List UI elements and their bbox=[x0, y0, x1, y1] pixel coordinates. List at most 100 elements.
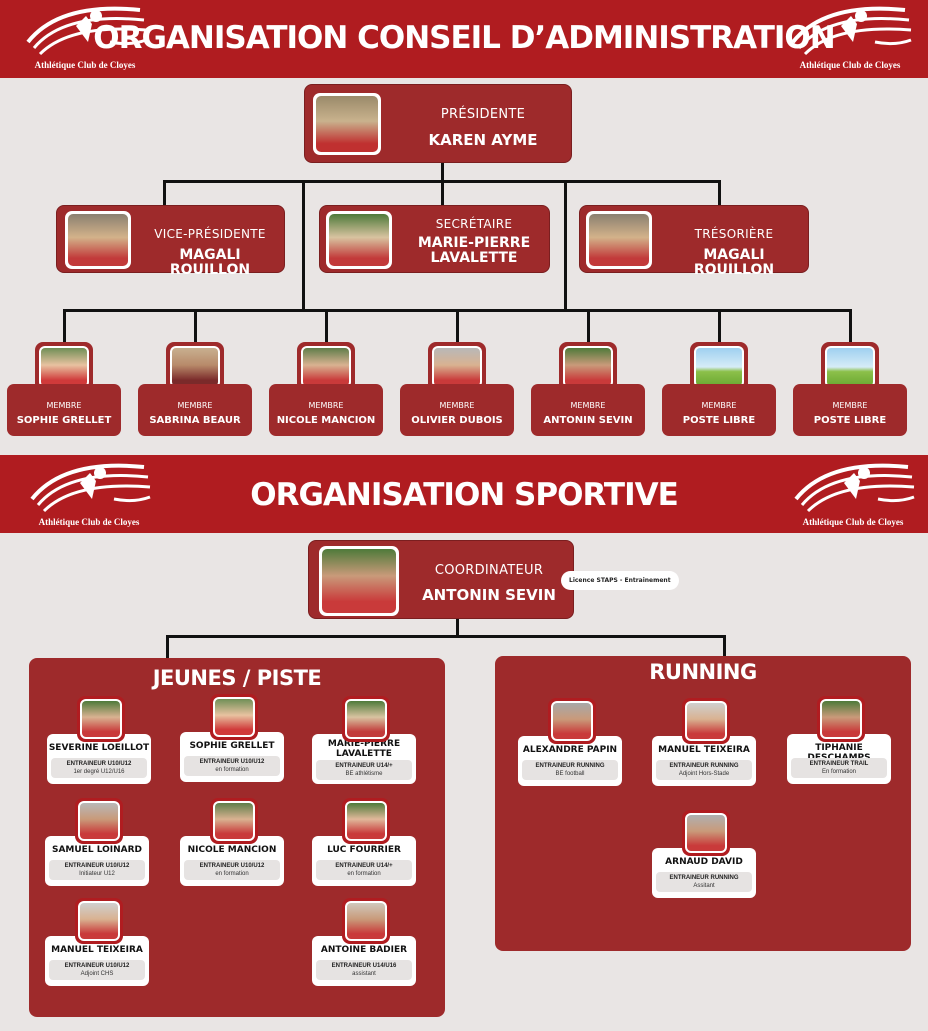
coordinator-badge: Licence STAPS - Entrainement bbox=[561, 571, 679, 590]
officer-card: SECRÉTAIRE MARIE-PIERRE LAVALETTE bbox=[319, 205, 550, 273]
sport-title: ORGANISATION SPORTIVE bbox=[250, 477, 679, 513]
connector bbox=[718, 180, 721, 206]
connector bbox=[441, 162, 444, 182]
coach-name: ALEXANDRE PAPIN bbox=[522, 745, 618, 755]
member-name: SABRINA BEAUR bbox=[149, 415, 241, 426]
coach-photo bbox=[342, 696, 390, 742]
president-name: KAREN AYME bbox=[428, 131, 538, 149]
connector bbox=[723, 635, 726, 657]
coach-photo bbox=[548, 698, 596, 744]
club-logo-right: Athlétique Club de Cloyes bbox=[785, 2, 915, 72]
coach-role: ENTRAINEUR U14/U16 bbox=[331, 963, 397, 969]
logo-text: Athlétique Club de Cloyes bbox=[802, 517, 904, 527]
logo-text: Athlétique Club de Cloyes bbox=[799, 60, 901, 70]
coach-name: NICOLE MANCION bbox=[187, 845, 277, 855]
connector bbox=[564, 180, 567, 311]
connector bbox=[166, 635, 726, 638]
officer-name: MARIE-PIERRE LAVALETTE bbox=[417, 235, 531, 266]
coach-photo bbox=[682, 810, 730, 856]
coach-photo bbox=[75, 898, 123, 944]
vacant-placeholder-icon bbox=[690, 342, 748, 392]
running-title: RUNNING bbox=[649, 660, 757, 684]
officer-role: TRÉSORIÈRE bbox=[694, 227, 774, 241]
officer-role: VICE-PRÉSIDENTE bbox=[154, 227, 266, 241]
coach-detail: Initiateur U12 bbox=[79, 871, 115, 877]
board-banner: Athlétique Club de Cloyes ORGANISATION C… bbox=[0, 0, 928, 78]
youth-title: JEUNES / PISTE bbox=[152, 666, 322, 690]
coach-detail: en formation bbox=[215, 871, 249, 877]
coach-role: ENTRAINEUR TRAIL bbox=[809, 761, 869, 767]
member-photo bbox=[297, 342, 355, 392]
coach-detail: En formation bbox=[821, 769, 857, 775]
officer-role: SECRÉTAIRE bbox=[435, 217, 513, 231]
coach-role: ENTRAINEUR U10/U12 bbox=[64, 963, 130, 969]
logo-text: Athlétique Club de Cloyes bbox=[34, 60, 136, 70]
member-photo bbox=[35, 342, 93, 392]
member-card: MEMBRE SABRINA BEAUR bbox=[138, 384, 252, 436]
coach-detail: en formation bbox=[347, 871, 381, 877]
connector bbox=[163, 180, 166, 206]
coordinator-photo bbox=[319, 546, 399, 616]
coach-name: MANUEL TEIXEIRA bbox=[658, 745, 750, 755]
coach-photo bbox=[210, 694, 258, 740]
coach-name: ANTOINE BADIER bbox=[320, 945, 408, 955]
connector bbox=[63, 309, 66, 345]
coordinator-card: COORDINATEUR ANTONIN SEVIN bbox=[308, 540, 574, 619]
member-name: NICOLE MANCION bbox=[276, 415, 376, 426]
connector bbox=[849, 309, 852, 345]
coach-photo bbox=[817, 696, 865, 742]
connector bbox=[325, 309, 328, 345]
coach-detail: BE athlétisme bbox=[345, 771, 383, 777]
coach-role: ENTRAINEUR RUNNING bbox=[669, 875, 739, 881]
member-role: MEMBRE bbox=[570, 401, 606, 410]
club-logo-left: Athlétique Club de Cloyes bbox=[24, 459, 154, 529]
coach-detail: Adjoint Hors-Stade bbox=[678, 771, 730, 777]
member-photo bbox=[428, 342, 486, 392]
officer-card: VICE-PRÉSIDENTE MAGALI ROUILLON bbox=[56, 205, 285, 278]
board-title: ORGANISATION CONSEIL D’ADMINISTRATION bbox=[93, 20, 835, 56]
member-card: MEMBRE NICOLE MANCION bbox=[269, 384, 383, 436]
member-role: MEMBRE bbox=[701, 401, 737, 410]
coordinator-name: ANTONIN SEVIN bbox=[422, 586, 556, 604]
connector bbox=[194, 309, 197, 345]
member-role: MEMBRE bbox=[177, 401, 213, 410]
officer-photo bbox=[586, 211, 652, 269]
coach-role: ENTRAINEUR U10/U12 bbox=[64, 863, 130, 869]
officer-photo bbox=[326, 211, 392, 269]
coach-name: SEVERINE LOEILLOT bbox=[48, 743, 150, 753]
member-photo bbox=[166, 342, 224, 392]
coach-role: ENTRAINEUR U14/+ bbox=[335, 763, 393, 769]
officer-photo bbox=[65, 211, 131, 269]
coach-photo bbox=[342, 898, 390, 944]
coach-photo bbox=[210, 798, 258, 844]
member-name: OLIVIER DUBOIS bbox=[411, 415, 503, 426]
connector bbox=[441, 180, 444, 206]
coach-detail: 1er degré U12/U16 bbox=[73, 769, 125, 775]
coach-role: ENTRAINEUR RUNNING bbox=[535, 763, 605, 769]
coach-detail: Assitant bbox=[693, 883, 715, 889]
coach-role: ENTRAINEUR U10/U12 bbox=[66, 761, 132, 767]
member-name: SOPHIE GRELLET bbox=[16, 415, 112, 426]
coach-detail: assistant bbox=[352, 971, 376, 977]
club-logo-left: Athlétique Club de Cloyes bbox=[20, 2, 150, 72]
coach-role: ENTRAINEUR U14/+ bbox=[335, 863, 393, 869]
member-role: MEMBRE bbox=[308, 401, 344, 410]
member-name: POSTE LIBRE bbox=[682, 415, 756, 426]
sport-banner: Athlétique Club de Cloyes ORGANISATION S… bbox=[0, 455, 928, 533]
coach-name: ARNAUD DAVID bbox=[665, 857, 743, 867]
coach-name: MARIE-PIERRE LAVALETTE bbox=[327, 739, 401, 759]
logo-text: Athlétique Club de Cloyes bbox=[38, 517, 140, 527]
coach-name: MANUEL TEIXEIRA bbox=[51, 945, 143, 955]
coach-role: ENTRAINEUR U10/U12 bbox=[199, 759, 265, 765]
club-logo-right: Athlétique Club de Cloyes bbox=[788, 459, 918, 529]
member-photo bbox=[559, 342, 617, 392]
connector bbox=[456, 618, 459, 637]
member-name: POSTE LIBRE bbox=[813, 415, 887, 426]
president-role: PRÉSIDENTE bbox=[440, 107, 526, 122]
connector bbox=[302, 180, 305, 311]
president-photo bbox=[313, 93, 381, 155]
coach-detail: BE football bbox=[555, 771, 585, 777]
connector bbox=[166, 635, 169, 659]
